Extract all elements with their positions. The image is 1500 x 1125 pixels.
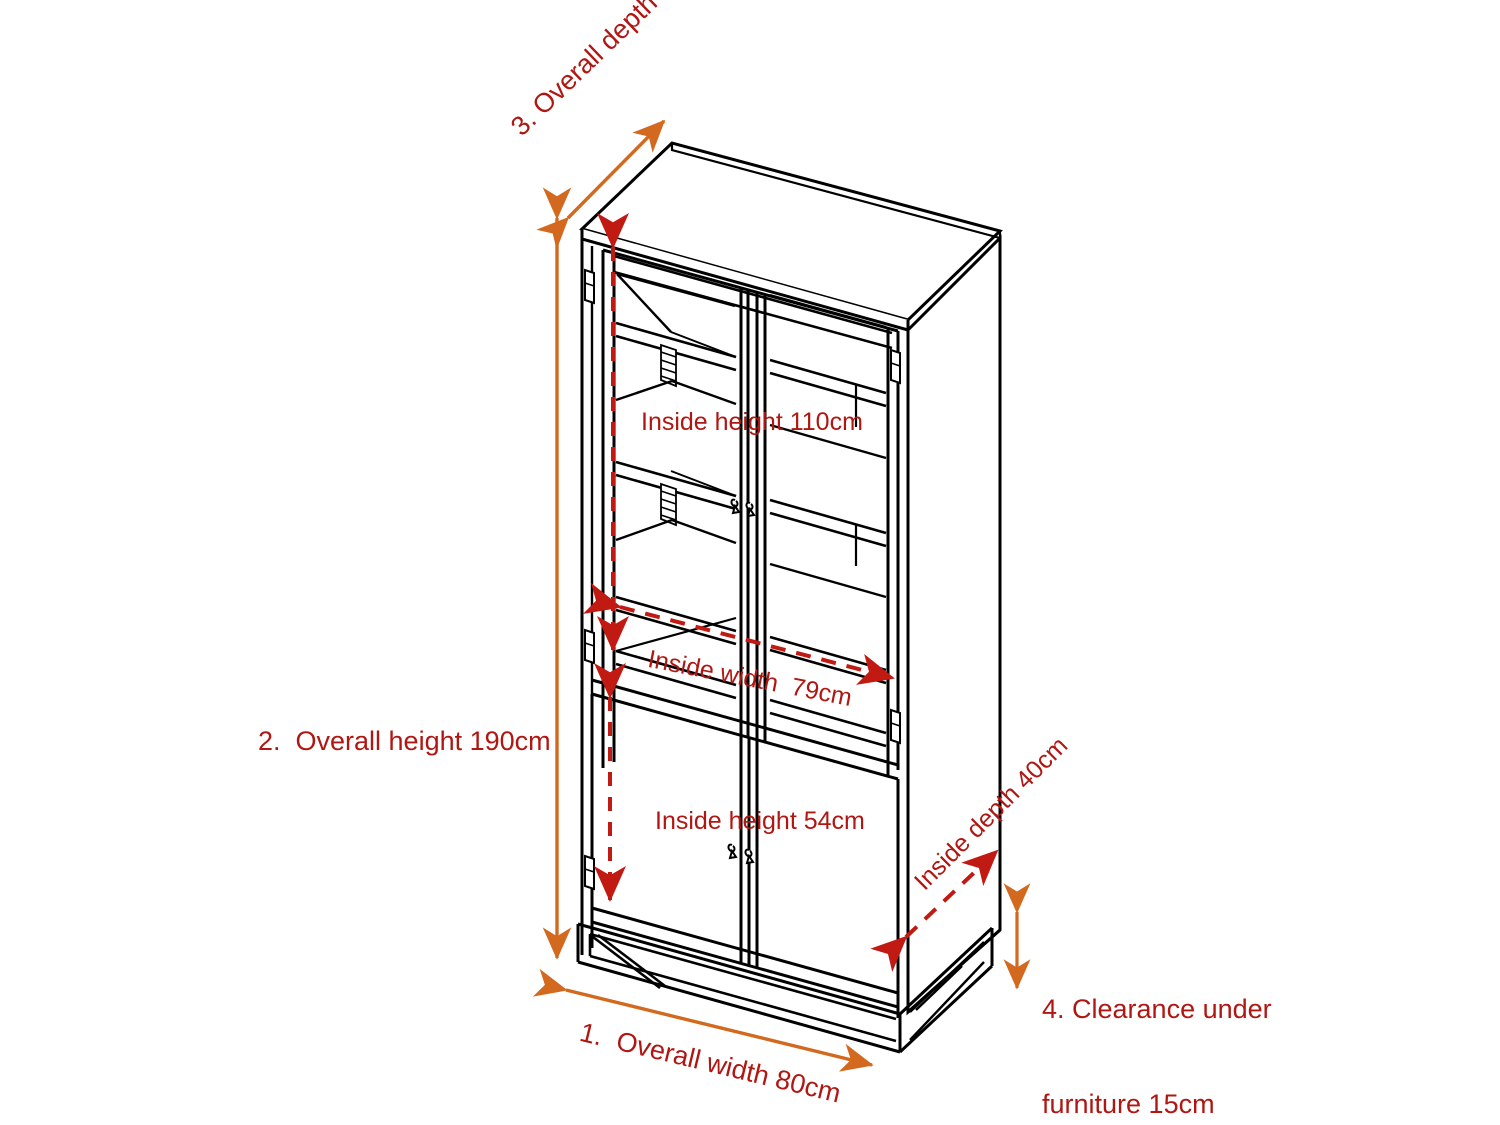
inside-width-79-dimension-arrow — [583, 582, 895, 685]
inside-depth-40-dimension-arrow — [870, 849, 999, 972]
overall-height-label: 2. Overall height 190cm — [258, 726, 551, 756]
cabinet-outline — [576, 141, 1003, 1054]
clearance-label: 4. Clearance under furniture 15cm — [1042, 930, 1272, 1125]
inside-height-54-label: Inside height 54cm — [655, 807, 865, 835]
upper-door-knob-left — [730, 498, 741, 515]
clearance-label-line1: 4. Clearance under — [1042, 993, 1272, 1024]
lower-door-knob-right — [744, 848, 755, 865]
depth-dimension-arrow — [536, 119, 666, 250]
overall-width-dimension-arrow — [532, 968, 874, 1072]
upper-door-knob-right — [745, 501, 756, 518]
inside-height-110-label: Inside height 110cm — [641, 408, 863, 436]
cabinet-right-side-panel — [906, 234, 1002, 1016]
clearance-label-line2: furniture 15cm — [1042, 1089, 1215, 1120]
lower-door-knob-left — [727, 843, 738, 860]
cabinet-middle-rail — [591, 678, 899, 781]
cabinet-upper-section — [601, 248, 900, 777]
